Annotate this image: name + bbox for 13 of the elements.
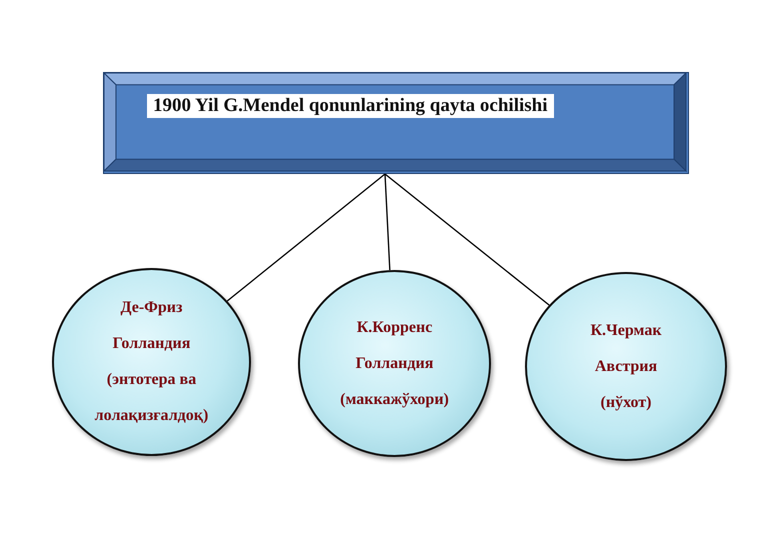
banner-title: 1900 Yil G.Mendel qonunlarining qayta ochilishi: [147, 94, 554, 118]
country-name: Голландия: [356, 354, 434, 374]
plant-name: (энтотера ва лолақизғалдоқ): [94, 370, 210, 426]
plant-name: (маккажўхори): [340, 390, 449, 410]
scientist-name: К.Чермак: [590, 320, 662, 340]
connector-line: [384, 174, 390, 270]
country-name: Голландия: [112, 334, 190, 354]
connector-line: [384, 174, 550, 306]
country-name: Австрия: [594, 356, 658, 376]
scientist-name: К.Корренс: [356, 318, 432, 338]
connector-line: [226, 174, 386, 302]
plant-name: (нўхот): [600, 392, 652, 412]
scientist-name: Де-Фриз: [120, 298, 182, 318]
